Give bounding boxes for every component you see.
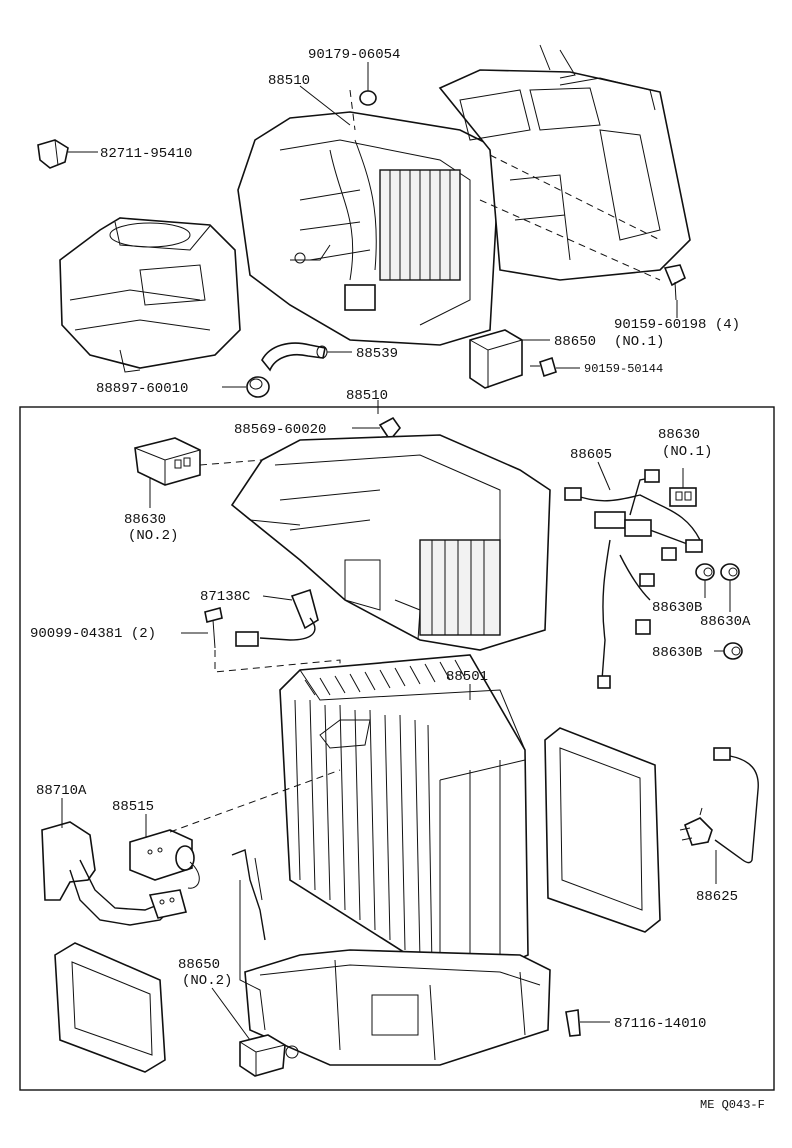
label-88630a: 88630A — [700, 614, 751, 630]
tube-88710a — [41, 821, 187, 926]
label-88650-no2-code: 88650 — [178, 957, 220, 973]
label-88605: 88605 — [570, 447, 612, 463]
label-88650-no2-sub: (NO.2) — [182, 973, 232, 989]
blower-housing — [59, 217, 241, 373]
label-88630-no2-code: 88630 — [124, 512, 166, 528]
leader-88650-no2 — [211, 987, 251, 1041]
wire-harness-88605 — [564, 469, 703, 689]
connector-88630-no2 — [134, 437, 201, 486]
label-88515: 88515 — [112, 799, 154, 815]
amplifier-88650-no1 — [469, 329, 523, 389]
label-88630-no2-sub: (NO.2) — [128, 528, 178, 544]
hose-88539 — [261, 342, 328, 372]
upper-case — [230, 434, 551, 651]
connector-88630-no1 — [669, 487, 697, 507]
label-88630b-2: 88630B — [652, 645, 702, 661]
leader-88605 — [597, 461, 611, 491]
label-88650-no1-sub: (NO.1) — [614, 334, 664, 350]
label-88630b-1: 88630B — [652, 600, 702, 616]
clip-87116 — [565, 1009, 581, 1037]
label-90159-50144: 90159-50144 — [584, 362, 663, 376]
leader-88510-top — [299, 85, 351, 126]
label-88501: 88501 — [446, 669, 488, 685]
grommet-88897 — [246, 376, 270, 398]
thermistor-88625 — [679, 747, 759, 864]
label-88510-top: 88510 — [268, 73, 310, 89]
label-88510-box: 88510 — [346, 388, 388, 404]
label-88630-no1-code: 88630 — [658, 427, 700, 443]
clip-88569 — [378, 416, 402, 442]
amplifier-88650-no2 — [239, 1034, 299, 1077]
subassembly-frame — [19, 406, 775, 1091]
nut-90179 — [359, 90, 377, 106]
label-87138c: 87138C — [200, 589, 250, 605]
label-88539: 88539 — [356, 346, 398, 362]
footer-code: ME Q043-F — [700, 1098, 765, 1112]
sensor-88630b-b — [723, 642, 743, 660]
evaporator-88501 — [279, 654, 529, 981]
label-87116-14010: 87116-14010 — [614, 1016, 706, 1032]
sensor-88630b-a — [695, 563, 740, 581]
pipe-bracket — [231, 849, 266, 941]
label-88625: 88625 — [696, 889, 738, 905]
screw-90099 — [204, 607, 223, 649]
label-88569-60020: 88569-60020 — [234, 422, 326, 438]
label-88897-60010: 88897-60010 — [96, 381, 188, 397]
label-88630-no1-sub: (NO.1) — [662, 444, 712, 460]
seal-frame-right — [544, 727, 661, 933]
label-88710a: 88710A — [36, 783, 87, 799]
label-90099-04381: 90099-04381 (2) — [30, 626, 156, 642]
heater-unit-housing — [237, 111, 501, 346]
screw-90159-60198 — [663, 264, 686, 301]
lower-case — [239, 880, 551, 1066]
label-90179-06054: 90179-06054 — [308, 47, 400, 63]
thermistor-87138c — [235, 588, 319, 647]
label-88650-no1-code: 88650 — [554, 334, 596, 350]
seal-frame-left — [54, 942, 166, 1073]
screw-90159-50144 — [530, 356, 557, 378]
case-back-shell — [438, 44, 691, 281]
clip-82711 — [37, 139, 69, 169]
leader-87138c — [262, 595, 293, 601]
label-82711-95410: 82711-95410 — [100, 146, 192, 162]
expansion-valve-88515 — [129, 829, 200, 889]
label-90159-60198: 90159-60198 (4) — [614, 317, 740, 333]
